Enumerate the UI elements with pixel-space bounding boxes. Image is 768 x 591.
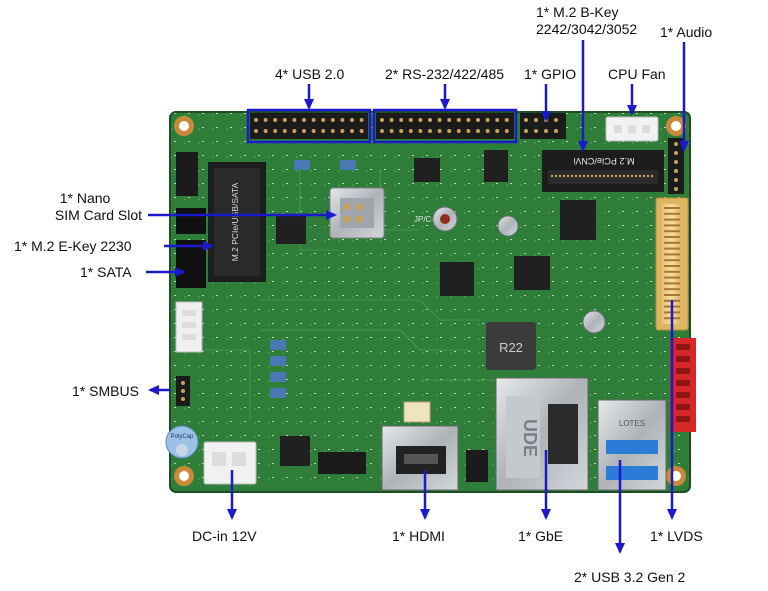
label-nano-sim: 1* Nano SIM Card Slot bbox=[28, 190, 142, 224]
inductor: R22 bbox=[486, 322, 536, 370]
lvds-connector bbox=[655, 197, 689, 331]
usb-brand-marking: LOTES bbox=[619, 419, 645, 428]
round-components bbox=[432, 206, 606, 334]
label-audio: 1* Audio bbox=[660, 24, 713, 40]
gbe-brand-marking: UDE bbox=[520, 419, 540, 457]
label-m2-b-key-line2: 2242/3042/3052 bbox=[536, 21, 638, 37]
arrow-audio bbox=[679, 42, 689, 152]
label-m2-b-key: 1* M.2 B-Key 2242/3042/3052 bbox=[536, 4, 637, 38]
usb32-ports: LOTES bbox=[597, 399, 667, 491]
capacitor: PolyCap bbox=[165, 425, 199, 459]
arrow-sata bbox=[146, 267, 186, 277]
arrow-hdmi bbox=[420, 470, 430, 520]
m2-cnvi-marking: M.2 PCIe/CNVi bbox=[574, 156, 635, 166]
arrow-usb32 bbox=[615, 460, 625, 554]
arrow-smbus bbox=[148, 385, 170, 395]
m2-pcie-usb-sata-marking: M.2 PCIe/USB/SATA bbox=[230, 182, 240, 261]
arrow-cpu-fan bbox=[627, 84, 637, 116]
m2-e-key-slot: M.2 PCIe/USB/SATA bbox=[208, 162, 266, 282]
arrow-usb20 bbox=[304, 84, 314, 110]
arrow-dc-in bbox=[227, 470, 237, 520]
label-usb32: 2* USB 3.2 Gen 2 bbox=[574, 569, 686, 585]
label-lvds: 1* LVDS bbox=[650, 528, 703, 544]
label-gpio: 1* GPIO bbox=[524, 66, 577, 82]
red-connector bbox=[670, 338, 696, 432]
inductor-marking: R22 bbox=[499, 340, 523, 355]
label-cpu-fan: CPU Fan bbox=[608, 66, 666, 82]
left-white-connector bbox=[175, 301, 203, 353]
hdmi-port bbox=[381, 401, 459, 491]
capacitor-marking: PolyCap bbox=[171, 434, 194, 440]
label-usb20: 4* USB 2.0 bbox=[275, 66, 345, 82]
label-m2-b-key-line1: 1* M.2 B-Key bbox=[536, 4, 619, 20]
chips bbox=[276, 150, 596, 466]
dc-in-connector bbox=[203, 441, 257, 485]
label-hdmi: 1* HDMI bbox=[392, 528, 445, 544]
label-rs232: 2* RS-232/422/485 bbox=[385, 66, 505, 82]
arrow-rs232 bbox=[440, 84, 450, 110]
arrow-lvds bbox=[667, 300, 677, 520]
left-headers bbox=[176, 152, 206, 288]
label-sata: 1* SATA bbox=[80, 264, 132, 280]
label-smbus: 1* SMBUS bbox=[72, 383, 139, 399]
arrow-m2-b-key bbox=[578, 40, 588, 152]
arrow-gbe bbox=[541, 450, 551, 520]
label-gbe: 1* GbE bbox=[518, 528, 564, 544]
sim-slot bbox=[329, 187, 385, 239]
arrow-m2-e-key bbox=[164, 241, 214, 251]
gbe-port: UDE bbox=[495, 377, 589, 491]
label-nano-sim-line2: SIM Card Slot bbox=[54, 207, 142, 223]
arrow-nano-sim bbox=[148, 210, 337, 220]
label-dc-in: DC-in 12V bbox=[192, 528, 257, 544]
audio-header bbox=[668, 138, 684, 194]
label-nano-sim-line1: 1* Nano bbox=[59, 190, 111, 206]
smbus-header bbox=[176, 376, 190, 406]
bottom-headers bbox=[318, 450, 488, 482]
m2-b-key-slot: M.2 PCIe/CNVi bbox=[542, 150, 664, 192]
top-pin-headers bbox=[246, 108, 566, 144]
label-m2-e-key: 1* M.2 E-Key 2230 bbox=[14, 238, 132, 254]
callout-arrows bbox=[146, 40, 689, 554]
arrow-gpio bbox=[541, 84, 551, 122]
cpu-fan-connector bbox=[605, 116, 659, 142]
smd-components bbox=[270, 160, 356, 398]
